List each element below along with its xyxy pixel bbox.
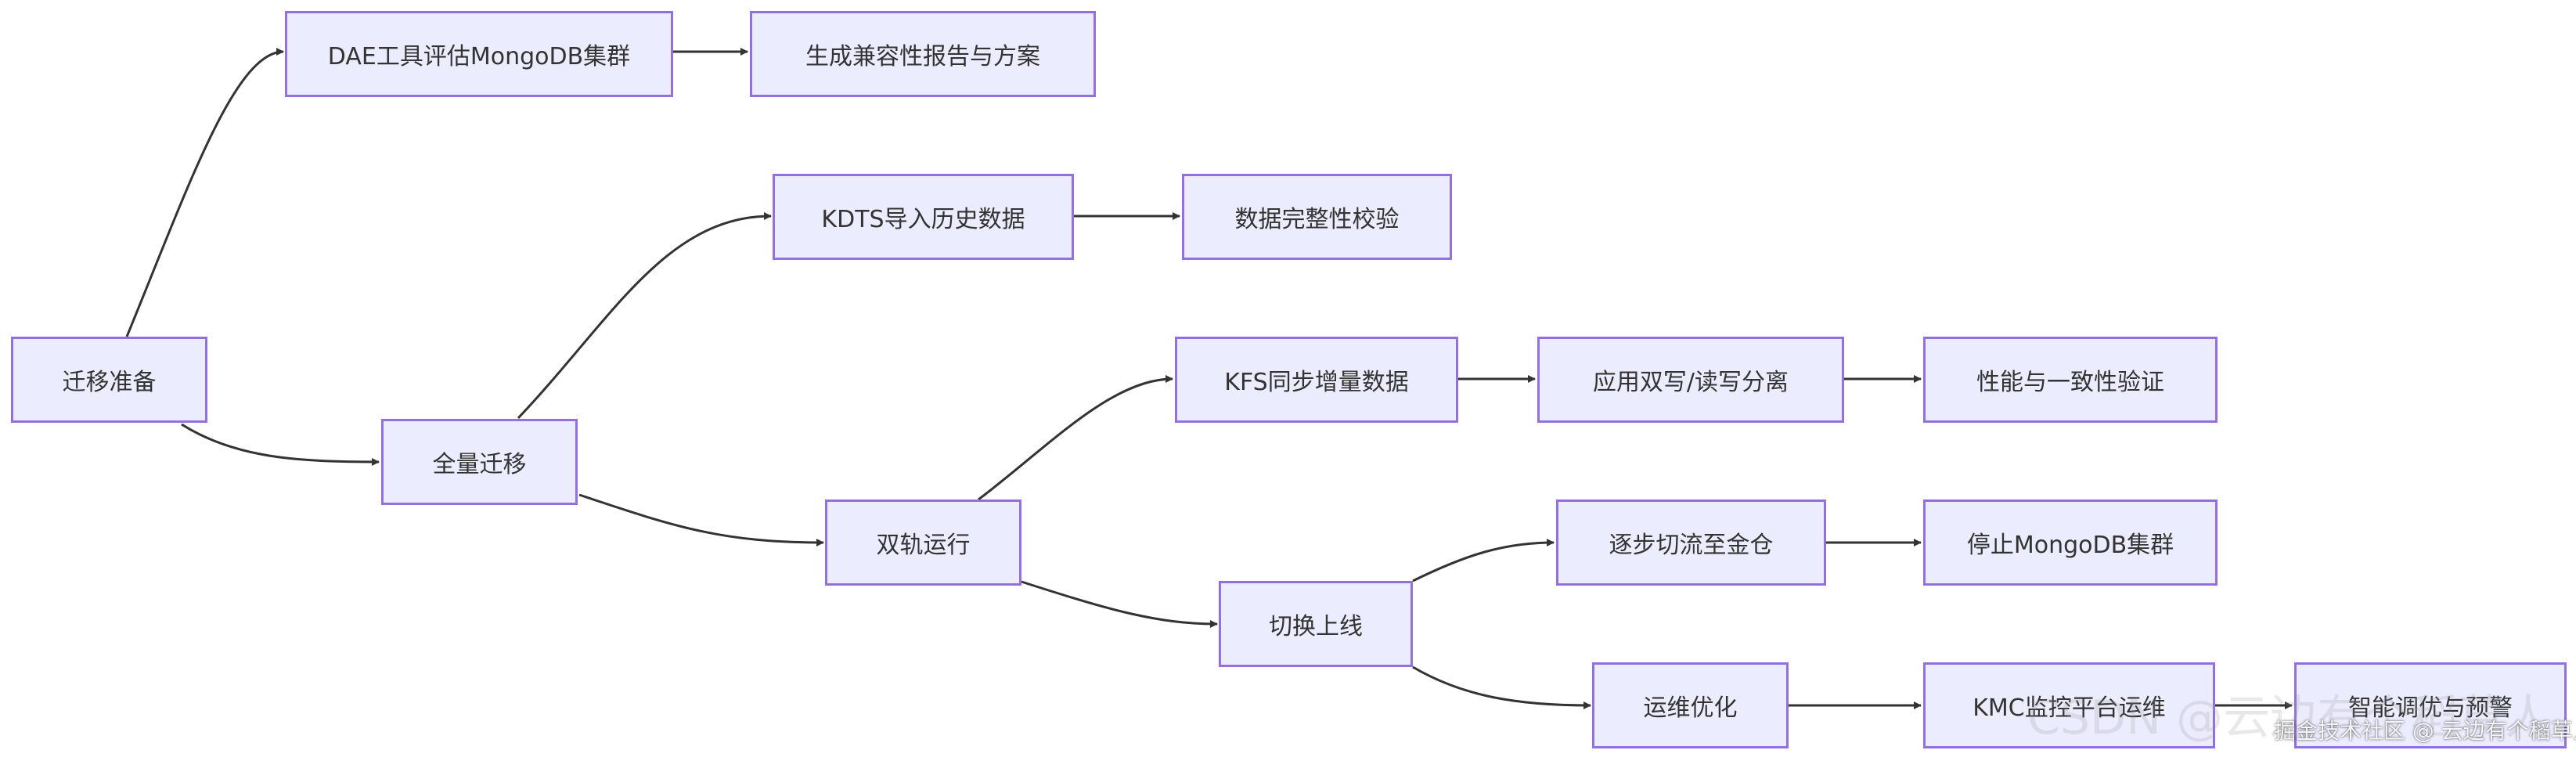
edge-prep-full <box>181 423 380 466</box>
edge-cutover-gradual <box>1412 539 1555 582</box>
node-label: 全量迁移 <box>432 451 527 478</box>
node-label: 迁移准备 <box>62 369 157 396</box>
node-perf-verify: 性能与一致性验证 <box>1923 337 2218 423</box>
node-label: KDTS导入历史数据 <box>821 206 1025 233</box>
node-label: 应用双写/读写分离 <box>1592 369 1789 396</box>
node-dual-run: 双轨运行 <box>825 500 1021 586</box>
edge-full-kdts <box>517 212 772 420</box>
watermark-csdn: CSDN @云边有个稻草人 <box>2027 691 2553 745</box>
node-label: 逐步切流至金仓 <box>1609 532 1774 559</box>
watermark-juejin: 掘金技术社区 @ 云边有个稻草人 <box>2274 718 2576 744</box>
node-label: 生成兼容性报告与方案 <box>805 43 1040 70</box>
node-kmc-monitor: KMC监控平台运维 <box>1923 662 2215 748</box>
edge-cutover-ops <box>1412 665 1591 709</box>
node-stop-mongodb: 停止MongoDB集群 <box>1923 500 2218 586</box>
node-data-verify: 数据完整性校验 <box>1182 174 1452 260</box>
node-label: KMC监控平台运维 <box>1973 694 2166 722</box>
node-label: 性能与一致性验证 <box>1976 369 2164 396</box>
node-migration-prep: 迁移准备 <box>11 337 207 423</box>
edge-full-dual <box>578 493 824 546</box>
node-label: 双轨运行 <box>876 532 971 559</box>
node-label: 运维优化 <box>1643 694 1738 722</box>
node-label: KFS同步增量数据 <box>1224 369 1409 396</box>
node-ops-optimize: 运维优化 <box>1592 662 1789 748</box>
node-label: 数据完整性校验 <box>1234 206 1400 233</box>
edge-prep-dae <box>125 48 284 337</box>
node-dual-write: 应用双写/读写分离 <box>1537 337 1844 423</box>
node-smart-tuning: 智能调优与预警 <box>2294 662 2567 748</box>
node-kfs-sync: KFS同步增量数据 <box>1175 337 1458 423</box>
node-compat-report: 生成兼容性报告与方案 <box>750 11 1096 97</box>
edge-dual-cutover <box>1021 580 1218 628</box>
node-dae-assessment: DAE工具评估MongoDB集群 <box>285 11 673 97</box>
node-gradual-switch: 逐步切流至金仓 <box>1556 500 1826 586</box>
node-label: DAE工具评估MongoDB集群 <box>327 43 631 70</box>
node-full-migration: 全量迁移 <box>381 419 578 505</box>
node-label: 智能调优与预警 <box>2348 694 2513 722</box>
edge-dual-kfs <box>978 375 1173 501</box>
node-cutover: 切换上线 <box>1219 581 1413 667</box>
node-label: 切换上线 <box>1269 613 1363 640</box>
node-kdts-import: KDTS导入历史数据 <box>773 174 1074 260</box>
node-label: 停止MongoDB集群 <box>1966 532 2174 559</box>
